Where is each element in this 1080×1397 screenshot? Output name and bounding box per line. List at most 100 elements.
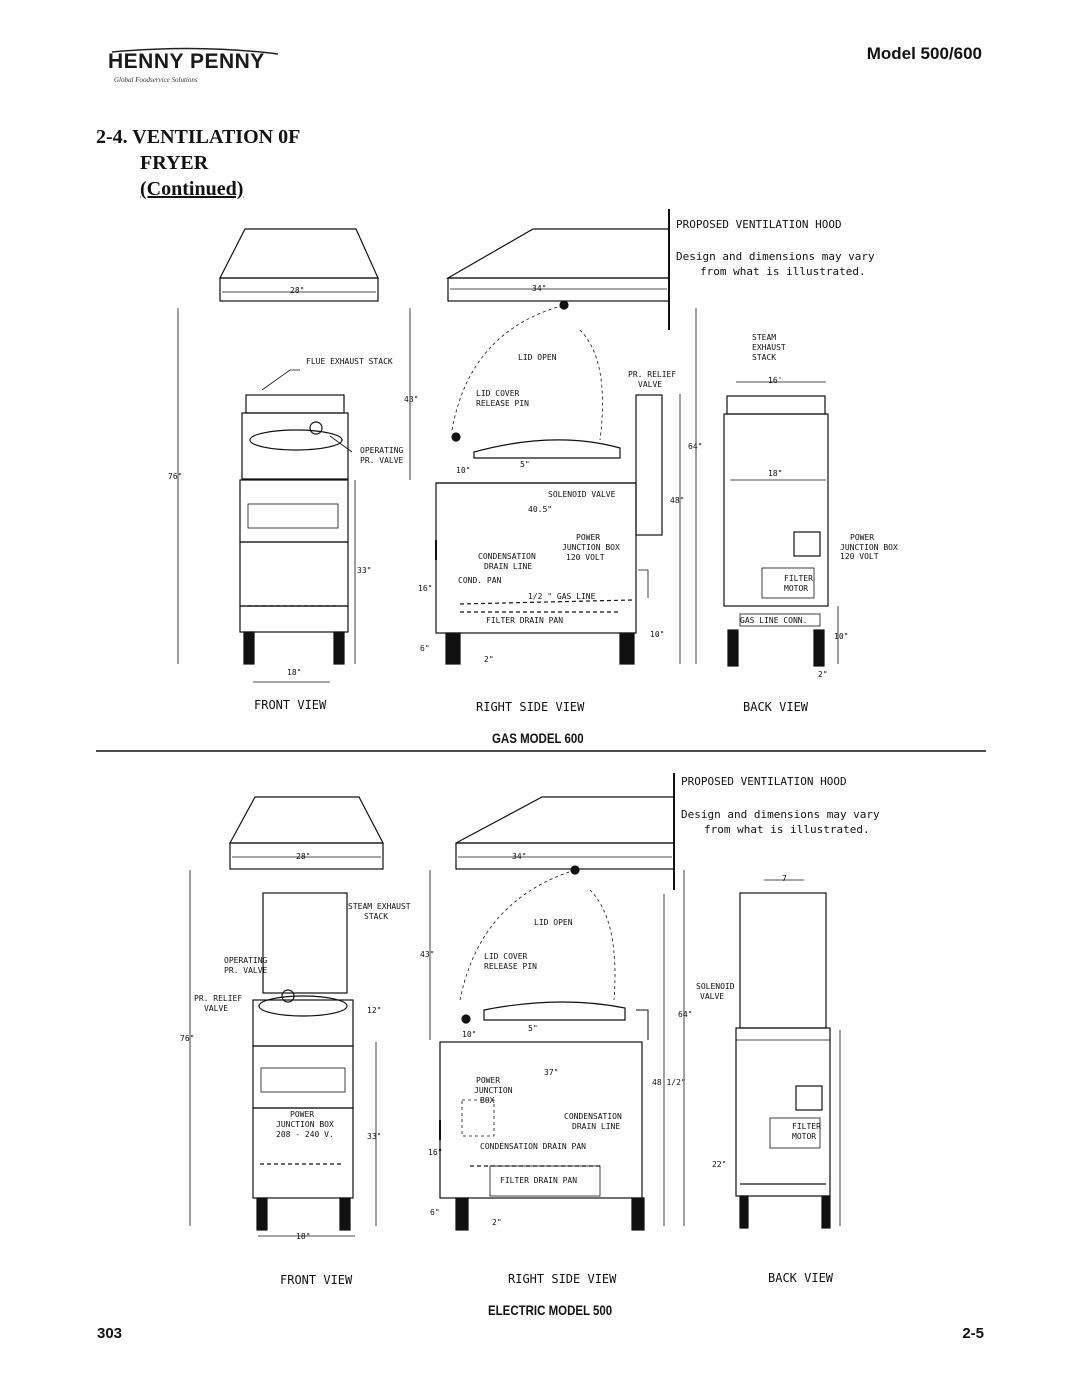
elec-lid-open: LID OPEN xyxy=(534,918,573,927)
elec-back-7: 7 xyxy=(782,874,787,883)
gas-side-6: 6" xyxy=(420,644,430,653)
elec-side-5: 5" xyxy=(528,1024,538,1033)
elec-side-power-3: BOX xyxy=(480,1096,495,1105)
gas-front-height-76: 76" xyxy=(168,472,183,481)
elec-condensation-2: DRAIN LINE xyxy=(572,1122,621,1131)
gas-front-hood xyxy=(219,228,379,302)
elec-lid-cover: LID COVER xyxy=(484,952,528,961)
footer-doc-number: 303 xyxy=(97,1325,123,1342)
elec-hood-title: PROPOSED VENTILATION HOOD xyxy=(681,775,847,788)
gas-power-2: JUNCTION BOX xyxy=(562,543,620,552)
elec-front-76: 76" xyxy=(180,1034,195,1043)
elec-side-2: 2" xyxy=(492,1218,502,1227)
gas-operating-label: OPERATING xyxy=(360,446,404,455)
gas-gas-line: 1/2 " GAS LINE xyxy=(528,592,596,601)
gas-side-64: 64" xyxy=(688,442,703,451)
gas-back-2: 2" xyxy=(818,670,828,679)
electric-front-hood xyxy=(228,796,384,870)
elec-back-view-label: BACK VIEW xyxy=(768,1271,834,1285)
footer-page-number: 2-5 xyxy=(962,1325,984,1342)
gas-side-view-label: RIGHT SIDE VIEW xyxy=(476,700,585,714)
elec-front-view-label: FRONT VIEW xyxy=(280,1273,353,1287)
gas-condensation-2: DRAIN LINE xyxy=(484,562,533,571)
gas-front-width: 28" xyxy=(290,286,305,295)
elec-side-485: 48 1/2" xyxy=(652,1078,686,1087)
gas-front-height-43: 43" xyxy=(404,395,419,404)
gas-filter-pan: FILTER DRAIN PAN xyxy=(486,616,564,625)
elec-operating-2: PR. VALVE xyxy=(224,966,268,975)
elec-side-64: 64" xyxy=(678,1010,693,1019)
gas-back-steam: STEAM xyxy=(752,333,777,342)
elec-front-43: 43" xyxy=(420,950,435,959)
gas-back-power-1: POWER xyxy=(850,533,875,542)
elec-solenoid-2: VALVE xyxy=(700,992,725,1001)
gas-side-16: 16" xyxy=(418,584,433,593)
elec-front-power-3: 208 - 240 V. xyxy=(276,1130,334,1139)
elec-cond-pan: CONDENSATION DRAIN PAN xyxy=(480,1142,586,1151)
gas-caption: GAS MODEL 600 xyxy=(492,730,584,746)
elec-front-18: 18" xyxy=(296,1232,311,1241)
gas-front-width-18: 18" xyxy=(287,668,302,677)
gas-front-view-label: FRONT VIEW xyxy=(254,698,327,712)
gas-back-18: 18" xyxy=(768,469,783,478)
electric-side-fryer xyxy=(439,865,685,1231)
gas-side-10b: 10" xyxy=(650,630,665,639)
gas-side-fryer xyxy=(435,300,697,665)
elec-front-width: 28" xyxy=(296,852,311,861)
elec-relief: PR. RELIEF xyxy=(194,994,243,1003)
gas-back-filter: FILTER xyxy=(784,574,813,583)
elec-relief-2: VALVE xyxy=(204,1004,229,1013)
gas-front-fryer xyxy=(177,308,411,683)
elec-hood-note-2: from what is illustrated. xyxy=(704,823,870,836)
gas-side-hood xyxy=(445,209,670,330)
section-title-line3: (Continued) xyxy=(140,178,244,200)
elec-lid-cover-2: RELEASE PIN xyxy=(484,962,537,971)
elec-steam-2: STACK xyxy=(364,912,389,921)
gas-front-height-33: 33" xyxy=(357,566,372,575)
gas-lid-open: LID OPEN xyxy=(518,353,557,362)
electric-front-fryer xyxy=(189,870,431,1237)
elec-side-16: 16" xyxy=(428,1148,443,1157)
elec-side-power-1: POWER xyxy=(476,1076,501,1085)
elec-front-12: 12" xyxy=(367,1006,382,1015)
gas-back-power-2: JUNCTION BOX xyxy=(840,543,898,552)
logo-text: HENNY PENNY xyxy=(108,50,265,73)
gas-side-width: 34" xyxy=(532,284,547,293)
gas-relief: PR. RELIEF xyxy=(628,370,677,379)
gas-back-gas-conn: GAS LINE CONN. xyxy=(740,616,808,625)
elec-side-6: 6" xyxy=(430,1208,440,1217)
elec-side-power-2: JUNCTION xyxy=(474,1086,513,1095)
elec-back-filter-2: MOTOR xyxy=(792,1132,817,1141)
gas-back-steam-2: EXHAUST xyxy=(752,343,786,352)
elec-hood-note-1: Design and dimensions may vary xyxy=(681,808,880,821)
gas-back-fryer xyxy=(723,381,839,667)
elec-steam: STEAM EXHAUST xyxy=(348,902,411,911)
elec-front-power-1: POWER xyxy=(290,1110,315,1119)
gas-power-1: POWER xyxy=(576,533,601,542)
elec-side-view-label: RIGHT SIDE VIEW xyxy=(508,1272,617,1286)
gas-back-power-3: 120 VOLT xyxy=(840,552,879,561)
gas-condensation: CONDENSATION xyxy=(478,552,536,561)
elec-back-filter: FILTER xyxy=(792,1122,821,1131)
gas-back-filter-2: MOTOR xyxy=(784,584,809,593)
gas-cond-pan: COND. PAN xyxy=(458,576,502,585)
elec-front-power-2: JUNCTION BOX xyxy=(276,1120,334,1129)
elec-side-10: 10" xyxy=(462,1030,477,1039)
elec-side-37: 37" xyxy=(544,1068,559,1077)
section-title: 2-4. VENTILATION 0F xyxy=(96,126,301,148)
gas-back-view-label: BACK VIEW xyxy=(743,700,809,714)
gas-side-405: 40.5" xyxy=(528,505,553,514)
gas-back-10: 10" xyxy=(834,632,849,641)
gas-side-5: 5" xyxy=(520,460,530,469)
elec-filter-pan: FILTER DRAIN PAN xyxy=(500,1176,578,1185)
elec-caption: ELECTRIC MODEL 500 xyxy=(488,1302,613,1318)
model-label: Model 500/600 xyxy=(866,44,982,63)
electric-side-hood xyxy=(455,773,675,890)
gas-hood-title: PROPOSED VENTILATION HOOD xyxy=(676,218,842,231)
gas-side-10: 10" xyxy=(456,466,471,475)
gas-hood-note-2: from what is illustrated. xyxy=(700,265,866,278)
elec-operating: OPERATING xyxy=(224,956,268,965)
electric-back-fryer xyxy=(735,879,841,1229)
gas-solenoid: SOLENOID VALVE xyxy=(548,490,616,499)
